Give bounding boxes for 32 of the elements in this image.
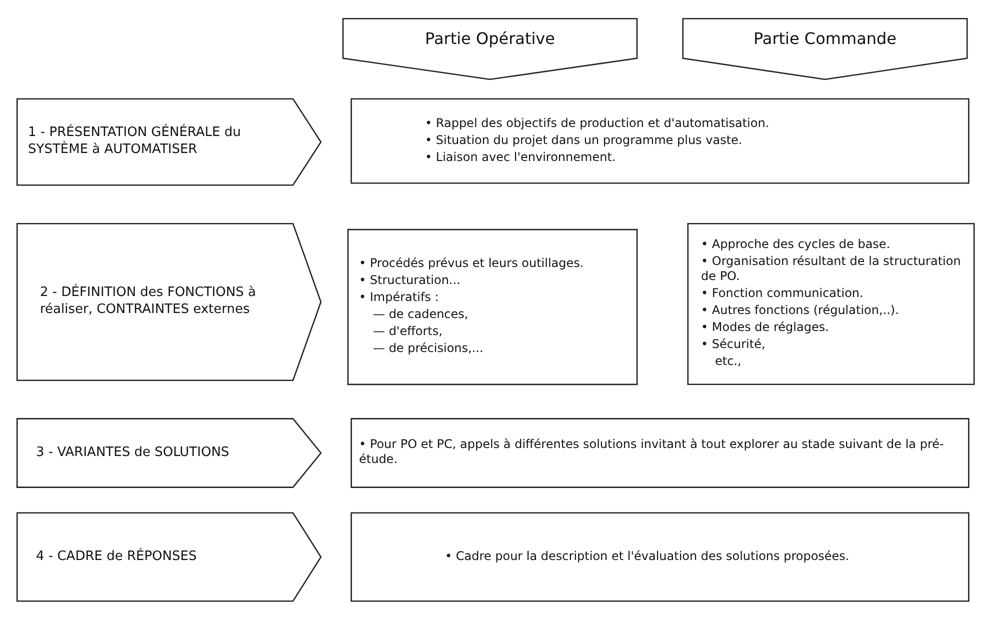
column-title: Partie Commande (752, 30, 898, 46)
bullet-text: • Cadre pour la description et l'évaluation des solutions proposées. (445, 548, 850, 564)
bullet-text: • Rappel des objectifs de production et d'automatisation. (425, 116, 770, 130)
step-title: 3 - VARIANTES de SOLUTIONS (36, 444, 230, 460)
column-header-arrow (340, 18, 640, 80)
bullet-text: • Fonction communication. (701, 286, 864, 301)
bullet-text: • Liaison avec l'environnement. (425, 150, 617, 164)
step-arrow-box (14, 418, 324, 488)
bullet-text: — de cadences, (372, 307, 470, 322)
content-box (345, 228, 640, 386)
content-box (685, 222, 977, 386)
bullet-text: • Impératifs : (359, 290, 440, 305)
bullet-text: etc., (714, 354, 742, 369)
column-title: Partie Opérative (424, 30, 556, 46)
bullet-text: • Procédés prévus et leurs outillages. (359, 256, 585, 271)
step-title: 4 - CADRE de RÉPONSES (36, 548, 198, 564)
bullet-text: • Organisation résultant de la structuration de PO. (701, 254, 962, 284)
bullet-text: • Modes de réglages. (701, 320, 830, 335)
bullet-text: • Situation du projet dans un programme plus vaste. (425, 132, 744, 148)
bullet-text: • Approche des cycles de base. (701, 237, 892, 252)
step-title: 2 - DÉFINITION des FONCTIONS à réaliser, CONTRAINTES externes (40, 284, 257, 318)
step-arrow-box (14, 98, 324, 186)
bullet-text: • Autres fonctions (régulation,..). (701, 303, 900, 318)
bullet-text: • Sécurité, (701, 337, 766, 352)
step-title: 1 - PRÉSENTATION GÉNÉRALE du SYSTÈME à AUTOMATISER (28, 124, 242, 158)
column-header-arrow (680, 18, 970, 80)
step-arrow-box (14, 512, 324, 602)
step-arrow-box (14, 222, 324, 382)
bullet-text: — de précisions,... (372, 341, 484, 356)
bullet-text: • Structuration... (359, 273, 462, 288)
bullet-text: — d'efforts, (372, 324, 444, 339)
bullet-text: • Pour PO et PC, appels à différentes solutions invitant à tout explorer au stade suivant de la pré-étude. (359, 437, 945, 467)
